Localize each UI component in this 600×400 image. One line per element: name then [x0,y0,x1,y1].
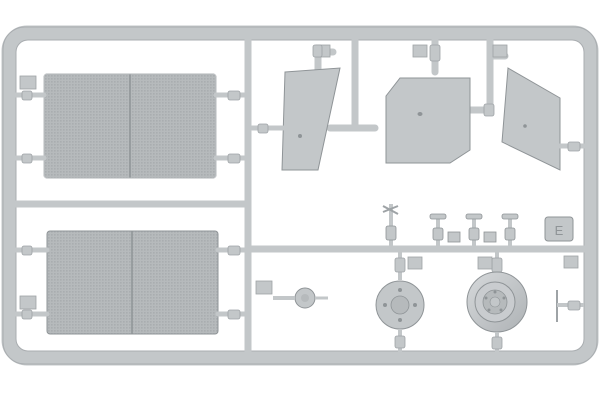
hub-disc-part [375,249,425,352]
road-wheel-part [466,249,528,352]
armor-plate-center [385,77,471,164]
radiator-panel-top [43,73,217,179]
armor-plate-left [281,67,341,171]
small-pin-part [556,290,584,322]
armor-plate-right [501,67,561,171]
round-cap-part [273,287,328,309]
sprue-letter-tag: E [544,216,574,242]
radiator-panel-bottom [46,230,219,335]
sprue-outer-frame [1,25,599,366]
sprue-letter-label: E [555,223,564,238]
control-levers [382,204,519,249]
